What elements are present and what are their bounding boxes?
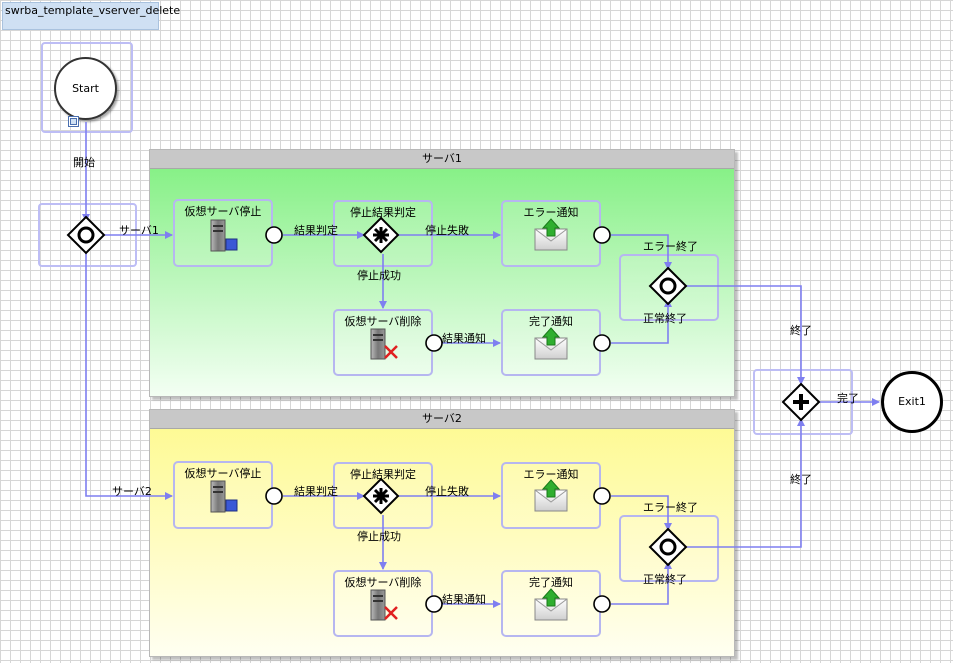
- start-event[interactable]: Start: [54, 57, 117, 120]
- lane2-end-label: 終了: [790, 473, 812, 486]
- lane1-result-notify-label: 結果通知: [442, 332, 486, 345]
- join-gateway-icon: [781, 382, 821, 422]
- lane1-error-mail-icon: [534, 218, 568, 251]
- lane1-stop-task-end-event: [265, 226, 283, 244]
- lane2-delete-task-label: 仮想サーバ削除: [344, 576, 422, 589]
- lane1-judge-gateway-icon: [362, 216, 400, 254]
- lane-server1[interactable]: サーバ1: [149, 149, 735, 397]
- lane1-delete-task-label: 仮想サーバ削除: [344, 315, 422, 328]
- lane2-edge-normal-end: [611, 561, 672, 605]
- lane1-server-icon: [210, 219, 238, 252]
- diagram-tab-title: swrba_template_vserver_delete: [5, 4, 181, 17]
- edge-to-lane1-label: サーバ1: [119, 224, 159, 237]
- lane1-done-task-end-event: [593, 334, 611, 352]
- start-label: Start: [72, 82, 99, 95]
- lane2-edge-error-end: [611, 495, 672, 531]
- lane2-edge-end: [684, 418, 805, 548]
- lane2-merge-gateway-icon: [648, 527, 688, 567]
- lane2-normal-end-label: 正常終了: [643, 573, 687, 586]
- lane2-error-mail-icon: [534, 479, 568, 512]
- lane2-error-end-label: エラー終了: [643, 501, 698, 514]
- lane1-delete-task-end-event: [425, 334, 443, 352]
- edge-start-label: 開始: [73, 156, 95, 169]
- lane2-done-mail-icon: [534, 588, 568, 621]
- subprocess-icon: [68, 116, 79, 127]
- lane1-edge-error-end: [611, 234, 672, 270]
- lane2-result-notify-label: 結果通知: [442, 593, 486, 606]
- lane1-merge-gateway-icon: [648, 266, 688, 306]
- lane2-server-icon: [210, 480, 238, 513]
- lane2-stop-success-label: 停止成功: [357, 530, 401, 543]
- exit-event[interactable]: Exit1: [881, 371, 943, 433]
- lane-server2-title: サーバ2: [150, 410, 734, 429]
- lane1-server-delete-icon: [370, 328, 398, 360]
- lane1-result-judge-label: 結果判定: [294, 224, 338, 237]
- lane2-error-task-end-event: [593, 487, 611, 505]
- lane1-delete-task[interactable]: 仮想サーバ削除: [333, 309, 433, 376]
- lane2-judge-task-label: 停止結果判定: [350, 468, 416, 481]
- lane2-done-task-end-event: [593, 595, 611, 613]
- edge-to-lane2-label: サーバ2: [112, 485, 152, 498]
- lane1-stop-fail-label: 停止失敗: [425, 224, 469, 237]
- lane1-error-task-end-event: [593, 226, 611, 244]
- lane1-stop-success-label: 停止成功: [357, 269, 401, 282]
- lane-server2[interactable]: サーバ2: [149, 409, 735, 657]
- diagram-tab[interactable]: swrba_template_vserver_delete: [2, 2, 180, 30]
- lane1-edge-end: [684, 285, 805, 385]
- lane2-result-judge-label: 結果判定: [294, 485, 338, 498]
- lane1-stop-task-label: 仮想サーバ停止: [184, 205, 262, 218]
- lane1-judge-task-label: 停止結果判定: [350, 206, 416, 219]
- lane2-error-task-label: エラー通知: [523, 468, 579, 481]
- lane2-stop-task-end-event: [265, 487, 283, 505]
- split-gateway-icon: [66, 215, 106, 255]
- lane2-done-task-label: 完了通知: [529, 576, 573, 589]
- lane2-server-delete-icon: [370, 589, 398, 621]
- edge-to-lane2: [85, 251, 173, 500]
- lane1-normal-end-label: 正常終了: [643, 312, 687, 325]
- lane1-done-mail-icon: [534, 327, 568, 360]
- lane1-error-task-label: エラー通知: [523, 206, 579, 219]
- lane1-end-label: 終了: [790, 324, 812, 337]
- lane1-done-task-label: 完了通知: [529, 315, 573, 328]
- start-frame[interactable]: [41, 42, 133, 133]
- lane1-edge-normal-end: [611, 299, 672, 344]
- lane2-judge-gateway-icon: [362, 477, 400, 515]
- lane1-error-end-label: エラー終了: [643, 240, 698, 253]
- lane-server1-title: サーバ1: [150, 150, 734, 169]
- exit-label: Exit1: [898, 395, 926, 408]
- lane2-stop-task-label: 仮想サーバ停止: [184, 467, 262, 480]
- lane2-stop-fail-label: 停止失敗: [425, 485, 469, 498]
- complete-label: 完了: [837, 392, 859, 405]
- lane2-delete-task-end-event: [425, 595, 443, 613]
